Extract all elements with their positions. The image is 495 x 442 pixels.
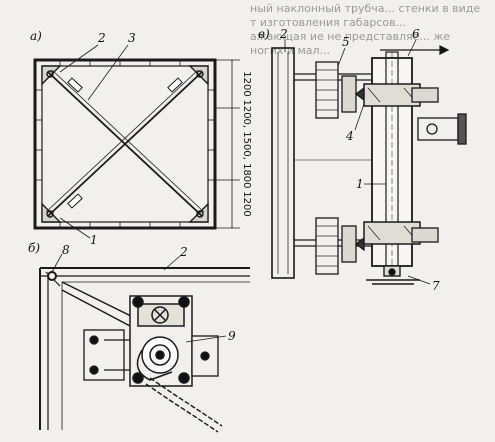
background-page-text: ный наклонный трубча... стенки в виде т … [250, 2, 480, 57]
vertical-plate [271, 47, 295, 279]
callout-1-panel-c: 1 [356, 177, 364, 191]
frame-inner [41, 65, 209, 223]
clamp-body [129, 295, 193, 387]
diagonal-brace [61, 281, 136, 327]
callout-4: 4 [345, 129, 354, 143]
panel-a-frame-view: а) [30, 29, 252, 247]
dimension-lines [215, 59, 240, 229]
callout-5: 5 [342, 35, 350, 49]
callout-3-panel-a: 3 [128, 31, 136, 45]
panel-b-corner-detail: б) [28, 241, 250, 433]
dimension-top: 1200 [241, 71, 252, 96]
panel-c-side-section: в) [258, 27, 467, 293]
top-handle [380, 45, 450, 55]
callout-2-panel-c: 2 [279, 27, 288, 41]
callout-2-panel-a: 2 [97, 31, 106, 45]
frame-outer [33, 58, 217, 230]
panel-a-label: а) [30, 29, 42, 43]
bg-text-line-3: ажающая ие не представляе... же [250, 30, 450, 43]
right-lugs [411, 87, 467, 243]
callout-7: 7 [432, 279, 440, 293]
dimension-bottom: 1200 [241, 191, 252, 216]
callout-6: 6 [412, 27, 420, 41]
panel-c-label: в) [258, 27, 270, 41]
bg-text-line-2: т изготовления габарсов... [250, 16, 406, 29]
callout-2-panel-b: 2 [179, 245, 188, 259]
lower-clamp [315, 217, 365, 275]
dimension-middle: 1200, 1500, 1800 [241, 99, 252, 188]
side-bolt-plates [83, 329, 219, 381]
panel-a-leaders [59, 44, 129, 239]
callout-1-panel-a: 1 [90, 233, 98, 247]
corner-channel [39, 267, 250, 430]
panel-b-leaders [51, 253, 227, 343]
callout-8: 8 [62, 243, 70, 257]
frame-ribs [35, 60, 215, 228]
diagonal-ties [45, 69, 205, 217]
bg-text-line-4: ногих и мал... [250, 44, 330, 57]
panel-b-label: б) [28, 241, 40, 255]
callout-9: 9 [228, 329, 236, 343]
upper-clamp [315, 61, 365, 119]
bg-text-line-1: ный наклонный трубча... стенки в виде [250, 2, 480, 15]
panel-c-leaders [284, 39, 431, 285]
column-base [366, 265, 420, 285]
tension-cable [145, 377, 223, 433]
